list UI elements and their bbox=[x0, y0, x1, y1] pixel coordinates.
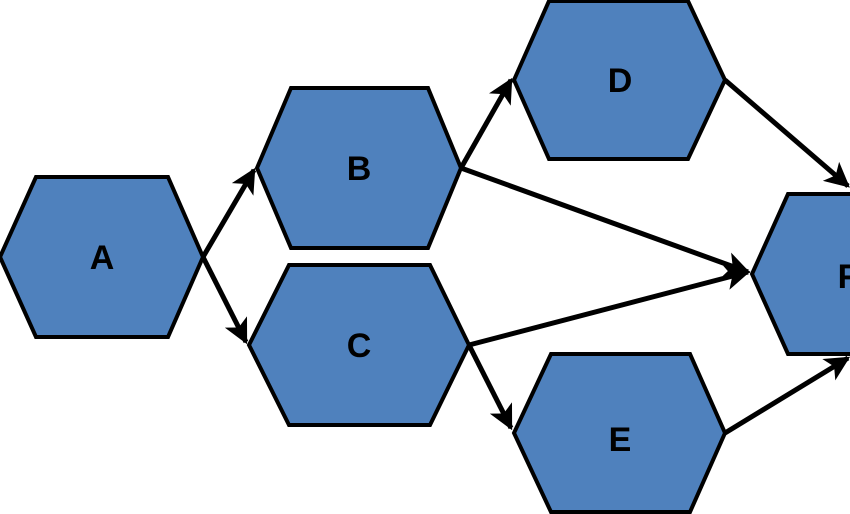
node-b-shape bbox=[254, 86, 464, 250]
node-a-label: A bbox=[90, 239, 115, 277]
node-a-shape bbox=[0, 175, 206, 339]
edge-a-b bbox=[200, 167, 257, 259]
node-f-shape bbox=[749, 192, 850, 356]
node-e[interactable]: E bbox=[511, 352, 728, 514]
node-f[interactable]: F bbox=[749, 192, 850, 356]
edge-b-f bbox=[460, 165, 751, 277]
node-a[interactable]: A bbox=[0, 175, 206, 339]
node-d[interactable]: D bbox=[511, 0, 728, 161]
edge-c-e bbox=[466, 343, 514, 431]
edge-e-f bbox=[723, 355, 850, 436]
edge-b-d bbox=[458, 77, 514, 170]
edges bbox=[200, 77, 850, 436]
node-c-label: C bbox=[347, 327, 372, 365]
node-f-label: F bbox=[838, 258, 850, 296]
node-d-label: D bbox=[608, 62, 633, 100]
node-c[interactable]: C bbox=[246, 263, 472, 427]
node-e-shape bbox=[511, 352, 728, 514]
node-c-shape bbox=[246, 263, 472, 427]
node-b-label: B bbox=[347, 150, 372, 188]
node-d-shape bbox=[511, 0, 728, 161]
edge-c-f bbox=[468, 265, 751, 348]
node-e-label: E bbox=[609, 421, 632, 459]
node-b[interactable]: B bbox=[254, 86, 464, 250]
edge-a-c bbox=[200, 255, 249, 345]
edge-d-f bbox=[723, 78, 850, 188]
